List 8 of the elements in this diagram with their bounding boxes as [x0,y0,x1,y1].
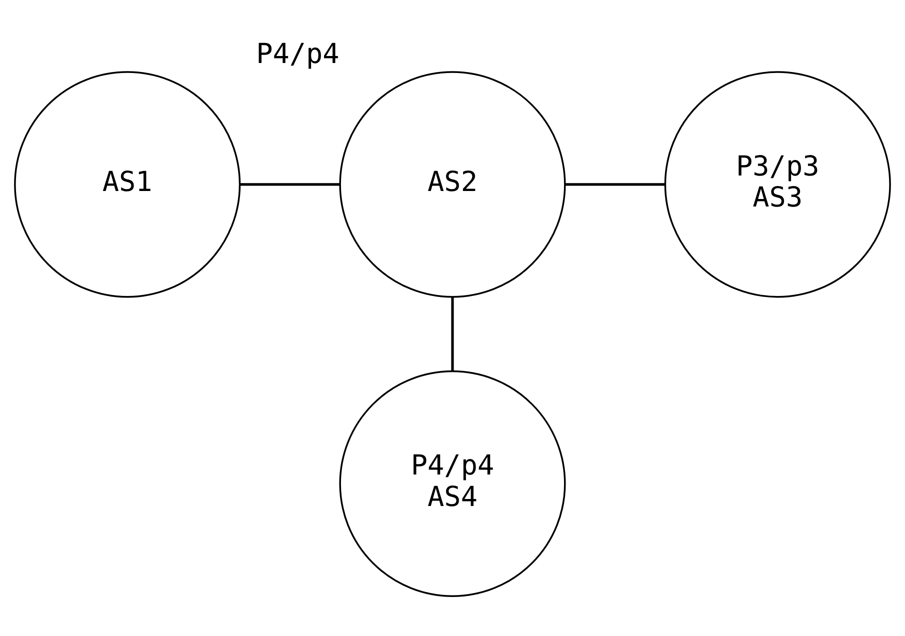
connector [451,296,454,370]
connector [566,182,665,186]
node-label: P4/p4 [256,36,340,70]
node-circle: P4/p4 AS4 [339,370,566,596]
node-circle: AS2 [339,70,566,298]
node-circle: P3/p3 AS3 [664,70,891,298]
node-circle: AS1 [14,70,241,298]
connector [240,182,340,186]
